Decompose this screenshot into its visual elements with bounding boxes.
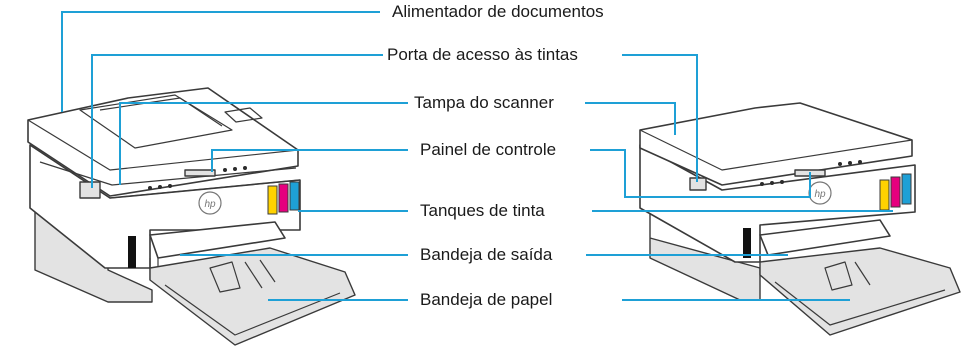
label-control-panel: Painel de controle <box>420 140 557 159</box>
printer-front-housing-right <box>639 144 916 263</box>
leader-ink-access-door-right <box>622 54 698 182</box>
label-output-tray: Bandeja de saída <box>420 245 553 264</box>
black-ink-window-right <box>743 228 751 258</box>
output-tray <box>149 221 286 259</box>
leader-ink-access-door <box>91 54 383 188</box>
leader-scanner-lid <box>119 102 408 185</box>
leader-document-feeder <box>61 11 380 112</box>
leader-control-panel-right <box>590 149 811 198</box>
scanner-lid-right <box>639 102 913 186</box>
paper-tray-right <box>759 247 961 336</box>
output-tray-right <box>759 219 891 256</box>
leader-control-panel <box>211 149 408 172</box>
label-paper-tray: Bandeja de papel <box>420 290 553 309</box>
ink-tanks <box>267 181 300 215</box>
scanner-lid <box>39 161 297 186</box>
hp-logo <box>198 191 222 215</box>
black-ink-window <box>128 236 136 268</box>
label-ink-tanks: Tanques de tinta <box>420 201 545 220</box>
label-document-feeder: Alimentador de documentos <box>392 2 604 21</box>
printer-closed: hp <box>639 102 961 336</box>
label-scanner-lid: Tampa do scanner <box>414 93 554 112</box>
hp-logo-text: hp <box>204 199 216 210</box>
leader-lines <box>61 11 893 301</box>
control-panel <box>148 166 247 190</box>
printer-open: hp <box>27 87 356 346</box>
paper-tray <box>149 247 356 346</box>
hp-logo-text-right: hp <box>814 189 826 200</box>
ink-tanks-right <box>879 173 912 211</box>
document-feeder <box>27 87 299 197</box>
label-ink-access-door: Porta de acesso às tintas <box>387 45 578 64</box>
ink-access-door <box>79 181 101 199</box>
leader-scanner-lid-right <box>585 102 676 135</box>
